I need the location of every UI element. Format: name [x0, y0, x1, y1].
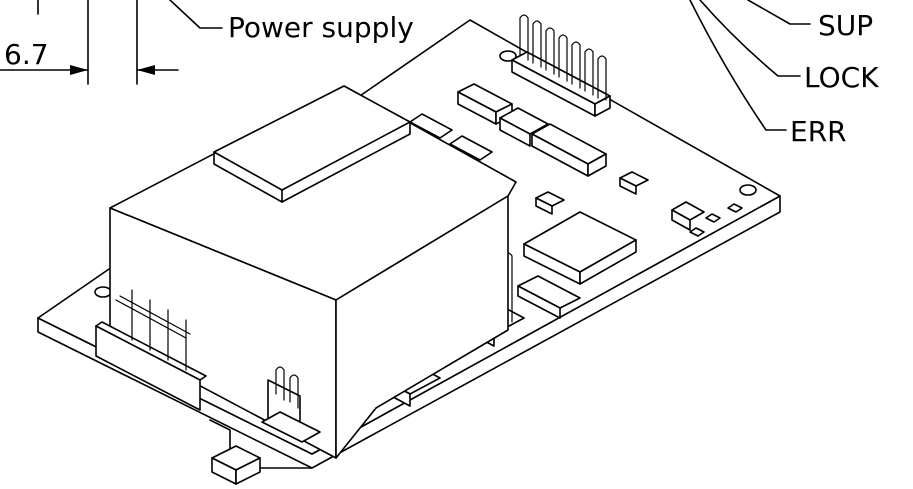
- dimension-value: 6.7: [4, 38, 49, 71]
- label-sup: SUP: [818, 9, 873, 42]
- label-power-supply: Power supply: [228, 11, 414, 44]
- mount-hole: [739, 184, 757, 196]
- callout-lock: LOCK: [699, 0, 879, 94]
- smd-parts: [409, 113, 743, 237]
- mount-hole: [499, 50, 517, 62]
- callout-err: ERR: [689, 0, 847, 148]
- label-lock: LOCK: [804, 61, 879, 94]
- label-err: ERR: [790, 115, 847, 148]
- mount-hole: [94, 286, 112, 298]
- ic-soic-2: [517, 275, 581, 319]
- usb-connector: [211, 445, 261, 485]
- pin-header-top: [511, 14, 611, 117]
- ic-small-2: [499, 107, 549, 147]
- bottom-connector: [261, 366, 321, 443]
- ic-large-square: [523, 211, 637, 285]
- terminal-connector-left: [95, 289, 207, 411]
- dimension-6-7: 6.7: [0, 0, 179, 85]
- callout-power-supply: Power supply: [169, 0, 414, 44]
- ic-soic: [531, 123, 607, 177]
- callout-sup: SUP: [747, 0, 873, 42]
